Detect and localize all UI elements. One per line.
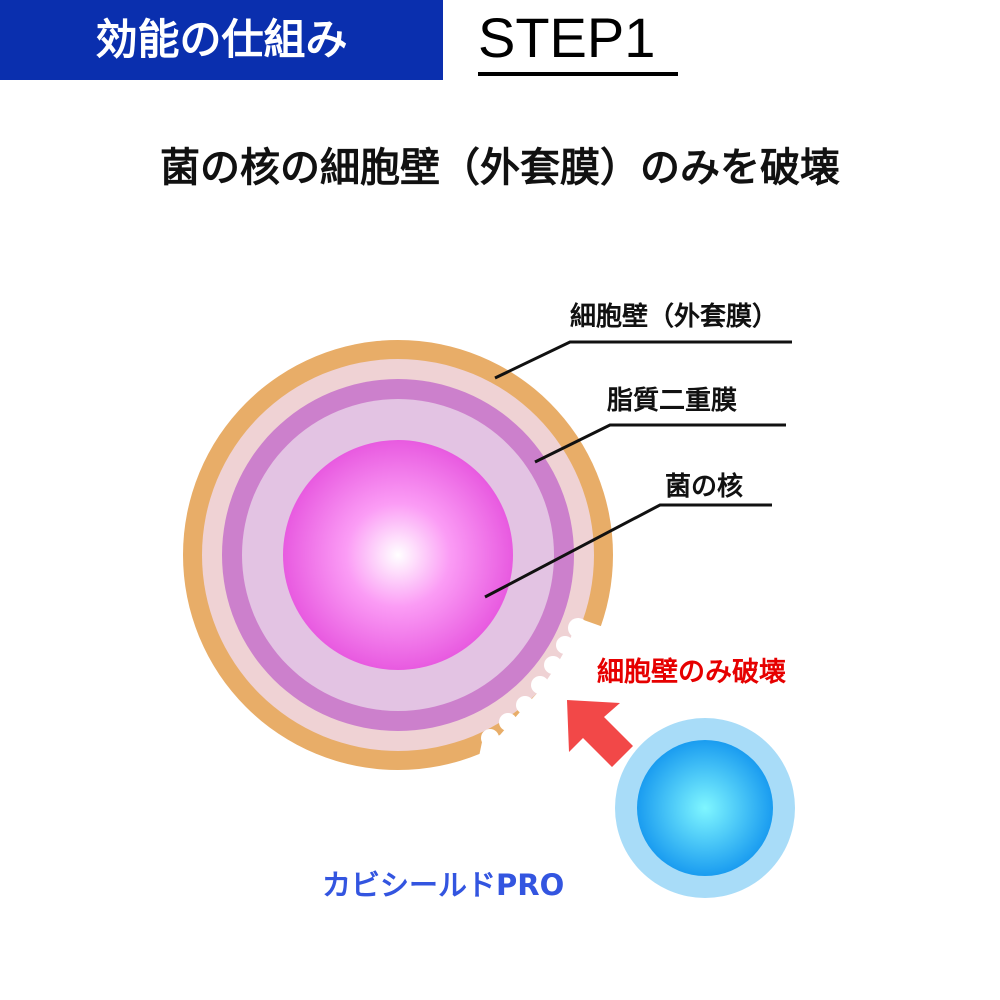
label-nucleus: 菌の核 [665,472,744,502]
broken-wall [470,618,640,800]
label-cell-wall: 細胞壁（外套膜） [570,302,779,332]
product-particle [637,740,773,876]
leader-line-lipid [534,423,786,464]
arrow-icon [567,700,633,767]
leader-line-nucleus [484,503,772,599]
label-lipid-bilayer: 脂質二重膜 [607,386,738,416]
label-product: カビシールドPRO [322,868,565,902]
step-underline [478,72,678,76]
leader-line-cell-wall [494,340,792,380]
header-title: 効能の仕組み [0,0,443,80]
step-label: STEP1 [478,6,656,69]
label-destroy: 細胞壁のみ破壊 [597,657,786,688]
nucleus [283,440,513,670]
subtitle: 菌の核の細胞壁（外套膜）のみを破壊 [160,145,840,191]
